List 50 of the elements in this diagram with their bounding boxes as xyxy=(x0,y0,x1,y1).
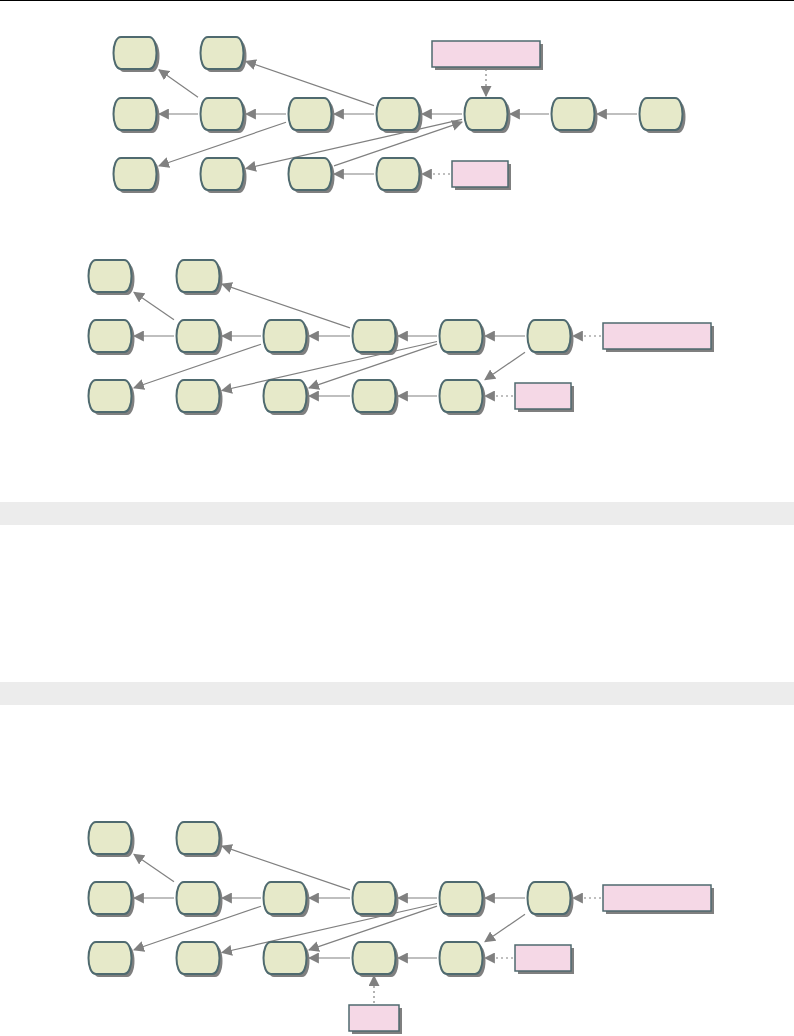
arrow xyxy=(220,282,351,329)
arrow xyxy=(396,892,438,904)
dotted-arrow xyxy=(571,892,602,904)
arrow xyxy=(307,390,351,402)
arrow xyxy=(307,952,351,964)
arrow xyxy=(220,330,262,342)
arrow xyxy=(396,952,438,964)
arrow xyxy=(396,390,438,402)
arrow xyxy=(132,343,262,390)
note-box xyxy=(602,322,715,353)
arrow xyxy=(483,330,526,342)
arrow xyxy=(244,118,463,172)
dotted-arrow xyxy=(420,168,451,180)
arrow xyxy=(220,340,438,394)
arrow xyxy=(132,330,175,342)
arrow xyxy=(244,59,375,107)
arrow xyxy=(484,351,526,381)
arrow xyxy=(307,905,438,952)
arrow xyxy=(220,902,438,956)
note-box xyxy=(348,1004,403,1035)
arrow xyxy=(220,892,262,904)
arrow xyxy=(244,108,287,120)
arrow xyxy=(508,108,550,120)
arrow xyxy=(220,844,351,891)
arrow xyxy=(307,892,351,904)
arrow xyxy=(483,892,526,904)
arrow xyxy=(332,168,375,180)
arrow xyxy=(158,69,199,98)
arrow xyxy=(132,905,262,952)
note-box xyxy=(514,382,575,413)
arrow xyxy=(484,913,526,943)
arrow xyxy=(133,853,175,883)
arrow xyxy=(132,892,175,904)
dotted-arrow xyxy=(571,330,602,342)
arrow xyxy=(420,108,463,120)
arrow xyxy=(332,108,375,120)
note-box xyxy=(602,884,715,915)
arrow xyxy=(307,330,351,342)
arrow xyxy=(333,120,464,167)
note-box xyxy=(451,160,512,191)
arrow xyxy=(396,330,438,342)
arrow xyxy=(133,291,175,321)
arrow xyxy=(157,108,199,120)
note-box xyxy=(431,40,544,71)
arrow xyxy=(157,121,287,168)
arrow xyxy=(595,108,638,120)
arrow xyxy=(307,343,438,390)
dotted-arrow xyxy=(483,952,514,964)
note-box xyxy=(514,944,575,975)
dotted-arrow xyxy=(483,390,514,402)
